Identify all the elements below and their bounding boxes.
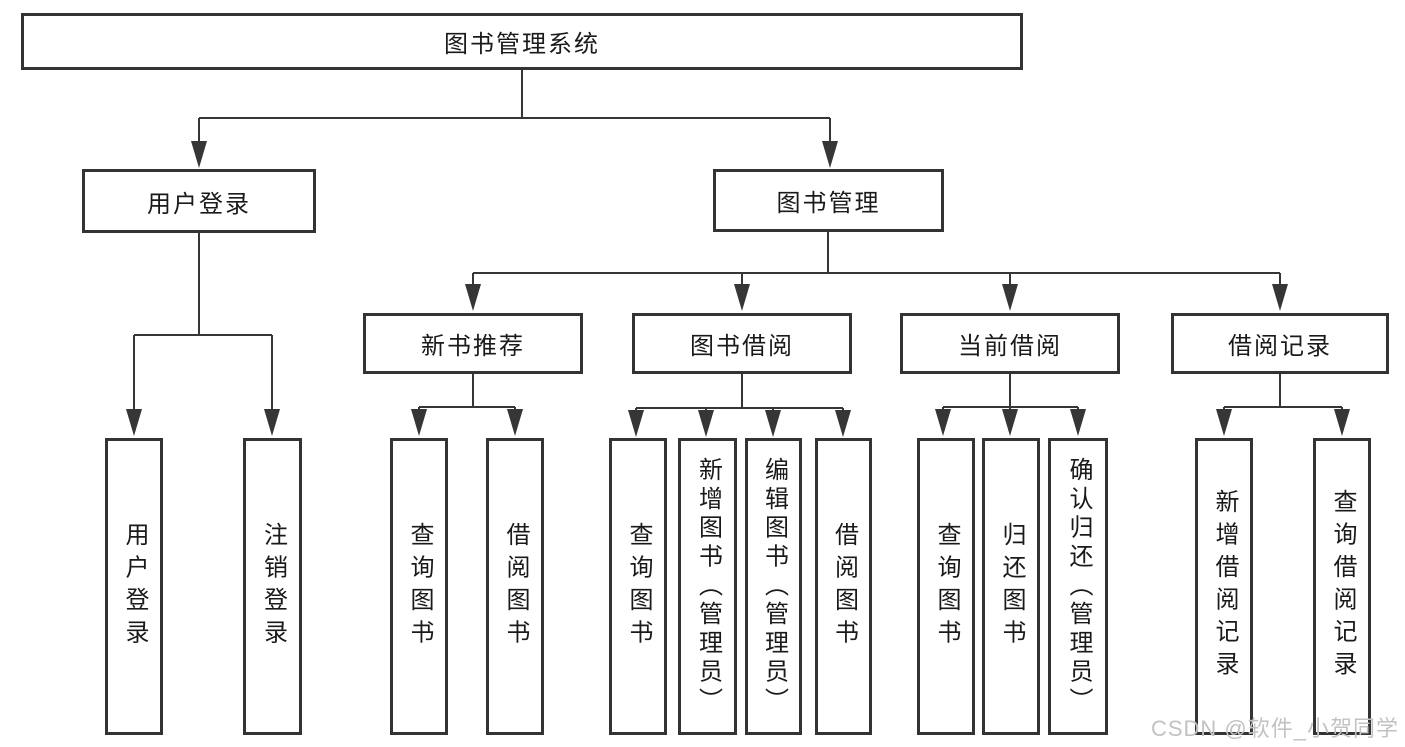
node-book-management-branch: 图书管理 [713,169,944,232]
leaf-bb-add-books-admin-label: 新增图书（管理员） [694,456,722,717]
leaf-cb-query-books: 查询图书 [917,438,975,735]
node-current-borrowing: 当前借阅 [900,313,1120,374]
node-root-label: 图书管理系统 [444,31,600,58]
node-book-management-branch-label: 图书管理 [776,190,881,217]
node-root-system: 图书管理系统 [21,13,1023,70]
leaf-bb-borrow-books: 借阅图书 [815,438,872,735]
node-borrowing-records-label: 借阅记录 [1228,333,1332,360]
leaf-cb-confirm-return-admin-label: 确认归还（管理员） [1065,456,1092,717]
leaf-cb-confirm-return-admin: 确认归还（管理员） [1048,438,1108,735]
csdn-watermark: CSDN @软件_小贺同学 [1150,716,1399,741]
leaf-user-login-label: 用户登录 [121,521,148,652]
leaf-bb-edit-books-admin-label: 编辑图书（管理员） [760,456,788,717]
leaf-bb-edit-books-admin: 编辑图书（管理员） [745,438,802,735]
leaf-user-login: 用户登录 [105,438,163,735]
leaf-nb-borrow-books-label: 借阅图书 [502,521,529,652]
node-current-borrowing-label: 当前借阅 [958,333,1062,360]
leaf-bb-query-books: 查询图书 [609,438,667,735]
arrowheads [126,141,1350,437]
node-book-borrowing: 图书借阅 [632,313,852,374]
leaf-nb-borrow-books: 借阅图书 [486,438,544,735]
leaf-cb-return-books: 归还图书 [982,438,1040,735]
leaf-br-query-record: 查询借阅记录 [1313,438,1371,735]
leaf-nb-query-books-label: 查询图书 [406,521,433,652]
leaf-br-add-record: 新增借阅记录 [1195,438,1253,735]
node-borrowing-records: 借阅记录 [1171,313,1389,374]
leaf-bb-borrow-books-label: 借阅图书 [830,521,858,652]
leaf-cb-return-books-label: 归还图书 [998,521,1025,652]
node-new-book-recommend: 新书推荐 [363,313,583,374]
node-new-book-recommend-label: 新书推荐 [421,333,525,360]
leaf-logout: 注销登录 [243,438,302,735]
leaf-nb-query-books: 查询图书 [390,438,448,735]
leaf-bb-add-books-admin: 新增图书（管理员） [678,438,737,735]
node-user-login-branch-label: 用户登录 [147,190,251,218]
leaf-br-add-record-label: 新增借阅记录 [1211,489,1238,684]
node-book-borrowing-label: 图书借阅 [690,333,794,360]
leaf-bb-query-books-label: 查询图书 [625,521,652,652]
leaf-cb-query-books-label: 查询图书 [933,521,960,652]
leaf-br-query-record-label: 查询借阅记录 [1329,489,1356,684]
node-user-login-branch: 用户登录 [82,169,316,233]
leaf-logout-label: 注销登录 [259,521,287,652]
